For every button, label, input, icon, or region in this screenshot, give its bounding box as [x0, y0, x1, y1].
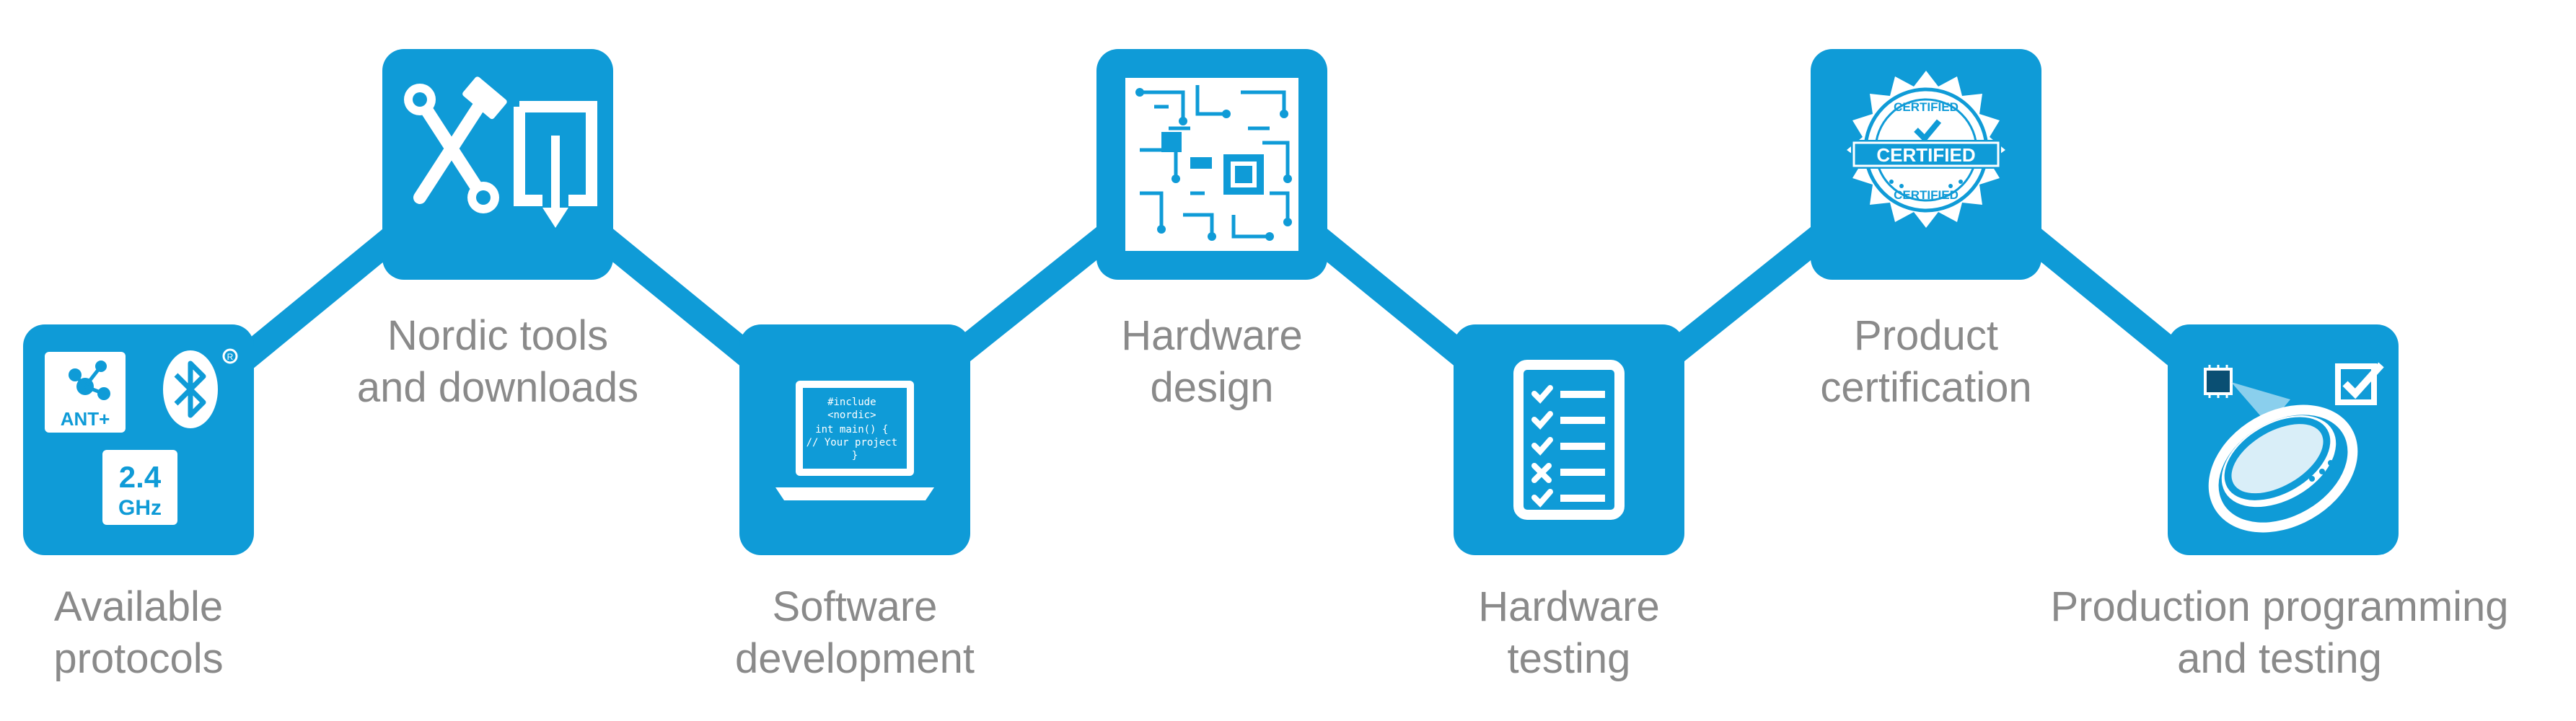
protocols-icon: ANT+ R 2.4 GHz — [45, 348, 238, 525]
certified-top-text: CERTIFIED — [1894, 100, 1959, 114]
label-line: protocols — [53, 635, 224, 682]
ghz-value-text: 2.4 — [119, 460, 162, 494]
label-line: Available — [53, 583, 224, 630]
svg-text:R: R — [227, 352, 234, 362]
label-available-protocols: Available protocols — [53, 581, 223, 685]
step-hardware-design — [1096, 49, 1327, 280]
code-line: // Your project — [806, 437, 897, 448]
label-line: Software — [772, 583, 938, 630]
laptop-code-icon: #include <nordic> int main() { // Your p… — [775, 381, 934, 500]
certified-banner-text: CERTIFIED — [1876, 144, 1975, 166]
circuit-board-icon — [1125, 78, 1298, 251]
label-line: Hardware — [1121, 312, 1303, 359]
label-line: development — [734, 635, 975, 682]
ghz-unit-text: GHz — [118, 496, 162, 520]
label-hardware-testing: Hardware testing — [1478, 581, 1659, 685]
label-line: testing — [1507, 635, 1631, 682]
label-line: Production programming — [2050, 583, 2509, 630]
label-hardware-design: Hardware design — [1121, 310, 1302, 414]
label-line: certification — [1820, 364, 2032, 411]
code-line: } — [852, 450, 858, 461]
label-nordic-tools: Nordic tools and downloads — [357, 310, 638, 414]
tools-download-icon — [404, 76, 597, 228]
label-line: Product — [1854, 312, 1998, 359]
step-software-development: #include <nordic> int main() { // Your p… — [739, 324, 970, 555]
label-software-development: Software development — [735, 581, 975, 685]
certified-bottom-text: CERTIFIED — [1894, 188, 1959, 202]
checklist-icon — [1513, 360, 1625, 520]
code-line: int main() { — [815, 424, 888, 435]
certified-seal-icon: CERTIFIED CERTIFIED CERTIFIED — [1847, 71, 2005, 228]
step-production — [2168, 324, 2399, 555]
step-hardware-testing — [1454, 324, 1684, 555]
step-product-certification: CERTIFIED CERTIFIED CERTIFIED — [1811, 49, 2041, 280]
label-line: design — [1150, 364, 1274, 411]
svg-text:#include <nordic>: #include <nordic> int main() { // Your p… — [806, 397, 904, 461]
label-line: and downloads — [356, 364, 639, 411]
code-line: <nordic> — [827, 410, 876, 421]
label-production: Production programming and testing — [2050, 581, 2508, 685]
label-product-certification: Product certification — [1820, 310, 2031, 414]
label-line: and testing — [2177, 635, 2382, 682]
label-line: Nordic tools — [387, 312, 609, 359]
ant-text: ANT+ — [61, 408, 110, 430]
step-nordic-tools — [382, 49, 613, 280]
code-line: #include — [827, 397, 876, 408]
ring-device-icon — [2204, 362, 2384, 533]
label-line: Hardware — [1478, 583, 1660, 630]
step-available-protocols: ANT+ R 2.4 GHz — [23, 324, 254, 555]
